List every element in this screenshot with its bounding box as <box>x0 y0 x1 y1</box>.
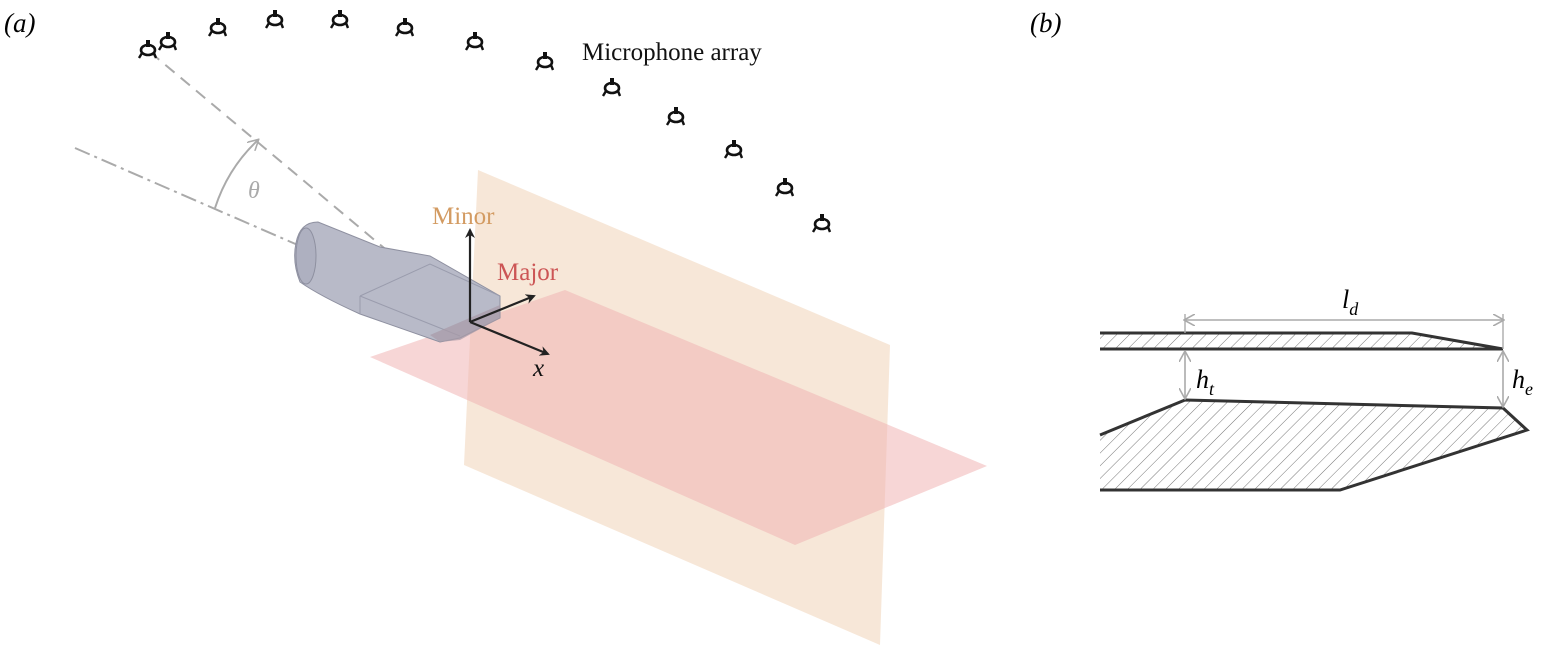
panel-a-label: (a) <box>4 8 35 38</box>
major-plane <box>370 290 987 545</box>
theta-arc-arrow <box>214 140 258 209</box>
ld-label: ld <box>1342 285 1359 319</box>
minor-label: Minor <box>432 203 495 230</box>
theta-label: θ <box>248 178 260 204</box>
ht-label: ht <box>1196 365 1215 399</box>
panel-b-label: (b) <box>1030 8 1061 38</box>
he-label: he <box>1512 365 1533 399</box>
nozzle <box>294 221 501 343</box>
major-label: Major <box>497 259 559 286</box>
microphone-array-label: Microphone array <box>582 39 762 66</box>
nozzle-cross-section <box>1099 331 1530 492</box>
major-axis-arrow <box>469 294 536 324</box>
x-axis-arrow <box>469 320 550 356</box>
x-label: x <box>532 355 544 382</box>
